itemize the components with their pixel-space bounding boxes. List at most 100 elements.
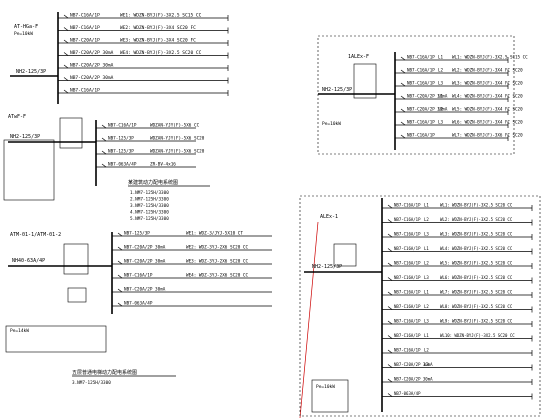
panel-c-feeders: NB7-C16A/1P WDZAN-YJY(F)-5X6 CC NB7-125/3P…	[96, 123, 205, 168]
breaker-label: NB7-C20A/2P 30mA	[407, 94, 448, 99]
breaker-label: NB7-C20A/2P 30mA	[407, 107, 448, 112]
panel-d-incoming: NH40-63A/4P	[12, 258, 45, 264]
cable-label: WE4: WDZN-BYJ(F)-3X2.5 SC20 CC	[120, 50, 202, 56]
breaker-label: NB7-C20A/1P	[70, 38, 100, 44]
breaker-symbol	[387, 320, 393, 325]
panel-d-tag: ATM-01-1/ATM-01-2	[10, 232, 61, 238]
breaker-label: NB7-C20A/2P 30mA	[394, 377, 433, 382]
feeder-row: NB7-C20A/1P WE3: WDZN-BYJ(F)-3X4 SC20 FC	[58, 38, 229, 46]
breaker-label: NB7-C20A/2P 30mA	[124, 287, 166, 293]
feeder-row: NB7-C16A/1P WDZAN-YJY(F)-5X6 CC	[96, 123, 200, 129]
cable-label: WL1: WDZN-BYJ(F)-3X2.5 SC15 CC	[452, 55, 528, 60]
breaker-label: NB7-C16A/1P	[394, 246, 421, 251]
panel-c-switch-box	[59, 117, 83, 149]
breaker-symbol	[400, 82, 406, 87]
breaker-label: NB7-C16A/1P	[124, 273, 153, 279]
feeder-row: NB7-C16A/1P WE4: WDZ-3YJ-2X6 SC20 CC	[112, 273, 272, 279]
cable-label: WE3: WDZN-BYJ(F)-3X4 SC20 FC	[120, 38, 196, 44]
cable-label: WL1: WDZN-BYJ(F)-3X2.5 SC20 CC	[440, 203, 513, 208]
panel-a-subtag: Pe=10kW	[14, 31, 33, 37]
cable-label: WL10: WDZN-BYJ(F)-3X2.5 SC20 CC	[440, 333, 515, 338]
panel-d: ATM-01-1/ATM-01-2 NH40-63A/4P Pe=14kW NB…	[5, 231, 272, 386]
breaker-symbol	[117, 274, 123, 279]
cable-label: WDZAN-YJY(F)-5X6 CC	[150, 123, 200, 129]
panel-c-tag: ATwF-F	[8, 114, 26, 120]
phase-label: L3	[424, 275, 429, 280]
feeder-row: NB7-C20A/2P 30mA	[58, 75, 229, 84]
phase-label: L1	[438, 94, 444, 99]
phase-label: L1	[424, 246, 429, 251]
panel-d-notes: 3.NM7-125H/3300	[72, 380, 111, 386]
breaker-symbol	[63, 89, 69, 94]
breaker-symbol	[101, 137, 107, 142]
breaker-label: NB7-C16A/1P	[394, 217, 421, 222]
breaker-symbol	[387, 248, 393, 252]
breaker-symbol	[117, 288, 123, 293]
breaker-label: NB7-125/3P	[108, 136, 134, 142]
breaker-symbol	[400, 108, 406, 113]
feeder-row: NB7-C16A/1P	[58, 88, 229, 96]
note-line: 4.NM7-125H/3300	[130, 210, 169, 216]
phase-label: L3	[424, 232, 429, 237]
breaker-symbol	[387, 378, 393, 383]
breaker-label: NB7-C16A/1P	[70, 13, 100, 19]
panel-b-incoming: NH2-125/3P	[322, 87, 352, 93]
panel-c-title: 某建筑动力配电系统图	[128, 179, 178, 186]
phase-label: L3	[424, 362, 429, 367]
panel-b-feeders: NB7-C16A/1P L1 WL1: WDZN-BYJ(F)-3X2.5 SC15…	[395, 55, 528, 141]
cable-label: WDZAN-YJY(F)-5X6 SC20	[150, 149, 205, 155]
feeder-row: NB7-125/3P WDZAN-YJY(F)-5X6 SC20	[96, 136, 205, 142]
breaker-label: NB7-C20A/2P 30mA	[394, 362, 433, 367]
panel-e-meter: Pe=10kW	[316, 384, 335, 390]
phase-label: L1	[424, 203, 429, 208]
breaker-symbol	[63, 39, 69, 44]
breaker-label: NB7-C16A/1P	[394, 348, 421, 353]
cable-label: WDZAN-YJY(F)-5X6 SC20	[150, 136, 205, 142]
breaker-symbol	[117, 232, 123, 237]
phase-label: L2	[424, 348, 429, 353]
panel-b-switch-box	[353, 63, 377, 99]
breaker-symbol	[387, 277, 393, 281]
phase-label: L2	[424, 217, 429, 222]
cable-label: WL2: WDZN-BYJ(F)-3X4 FC SC20	[452, 68, 523, 73]
breaker-symbol	[387, 219, 393, 223]
breaker-symbol	[101, 124, 107, 129]
breaker-label: NB7-C16A/1P	[108, 123, 137, 129]
phase-label: L3	[438, 81, 444, 86]
breaker-symbol	[117, 302, 123, 307]
cable-label: WE4: WDZ-3YJ-2X6 SC20 CC	[186, 273, 248, 279]
breaker-symbol	[387, 349, 393, 354]
panel-a-tag: AT-HGa-F	[14, 24, 38, 30]
phase-label: L2	[424, 304, 429, 309]
breaker-symbol	[63, 64, 69, 69]
phase-label: L1	[424, 290, 429, 295]
cable-label: WE3: WDZ-3YJ-2X6 SC20 CC	[186, 259, 248, 265]
breaker-symbol	[387, 335, 393, 339]
cable-label: WE1: WDZ-3/JYJ-5X10 CT	[186, 231, 243, 237]
phase-label: L1	[438, 55, 444, 60]
breaker-label: NB7-C16A/1P	[394, 261, 421, 266]
panel-e-meter-box	[311, 379, 349, 413]
panel-d-meter: Pe=14kW	[10, 328, 29, 334]
breaker-label: NB7-C20A/2P 30mA	[70, 50, 114, 56]
breaker-label: NB7-C16A/1P	[407, 133, 435, 138]
cable-label: WL8: WDZN-BYJ(F)-3X2.5 SC20 CC	[440, 304, 513, 309]
